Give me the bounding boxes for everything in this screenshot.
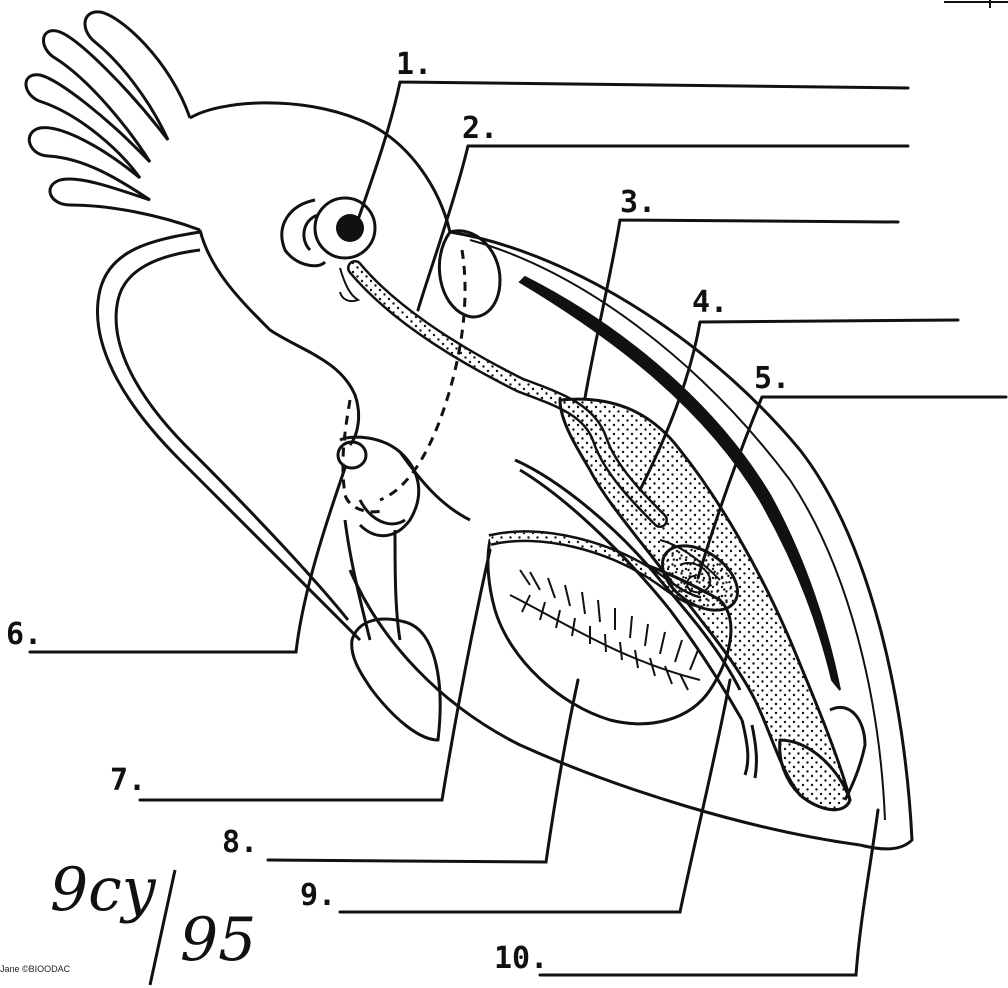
label-6: 6. bbox=[6, 617, 42, 652]
label-7: 7. bbox=[110, 763, 146, 798]
annotation-right: 95 bbox=[180, 905, 256, 975]
label-5: 5. bbox=[754, 361, 790, 396]
label-9: 9. bbox=[300, 878, 336, 913]
label-2: 2. bbox=[462, 111, 498, 146]
label-10: 10. bbox=[494, 941, 548, 976]
leader-3 bbox=[585, 220, 898, 398]
label-8: 8. bbox=[222, 825, 258, 860]
upper-oval bbox=[439, 231, 500, 317]
label-4: 4. bbox=[692, 285, 728, 320]
arms bbox=[26, 12, 200, 230]
label-3: 3. bbox=[620, 185, 656, 220]
leader-lines bbox=[30, 82, 1006, 975]
leader-10 bbox=[540, 810, 878, 975]
funnel bbox=[338, 437, 470, 536]
copyright-text: Jane ©BIOODAC bbox=[0, 964, 71, 974]
leader-9 bbox=[340, 680, 730, 912]
leader-8 bbox=[268, 680, 578, 862]
annotation-left: 9cy bbox=[50, 855, 157, 925]
dashed-duct bbox=[380, 250, 465, 500]
handwritten-annotation: 9cy 95 bbox=[50, 855, 256, 985]
long-tentacle bbox=[98, 232, 360, 640]
leader-2 bbox=[418, 146, 908, 310]
label-1: 1. bbox=[396, 47, 432, 82]
